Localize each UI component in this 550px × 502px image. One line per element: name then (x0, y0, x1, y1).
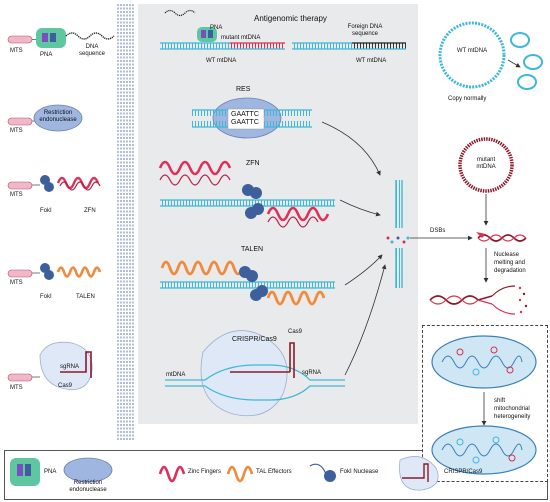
wt-mtdna-label-1: WT mtDNA (206, 58, 237, 64)
wt-mtdna-label-2: WT mtDNA (356, 58, 387, 64)
legend-restriction-icon (63, 457, 113, 483)
legend-pna-icon (10, 458, 40, 486)
left-restriction-1: Restriction (43, 110, 73, 116)
res-dna (192, 97, 312, 139)
crispr-title: CRISPR/Cas9 (232, 336, 277, 343)
left-cas9-label: Cas9 (58, 383, 73, 389)
foreign-label-1: Foreign DNA (347, 24, 383, 30)
antigenomic-foreign-dna (292, 42, 406, 50)
res-title: RES (236, 86, 251, 93)
crispr-sgrna-label: sgRNA (302, 370, 322, 376)
mitochondrion-after (431, 425, 537, 475)
mitochondrion-before (431, 335, 537, 389)
left-pna-label: PNA (40, 52, 53, 58)
legend-fokl-icon (309, 463, 336, 482)
legend-tal-icon (226, 465, 254, 483)
legend-tal-label: TAL Effectors (256, 469, 292, 475)
right-copy-normally: Copy normally (448, 96, 487, 102)
left-fokl-1: FokI (40, 208, 52, 214)
left-dna-seq-1: DNA (85, 44, 99, 50)
foreign-label-2: sequence (351, 31, 379, 37)
center-arrows (321, 121, 387, 376)
antigenomic-pna-label: PNA (210, 25, 223, 31)
left-fokl-2: FokI (40, 294, 52, 300)
right-mutant-2: mtDNA (476, 164, 496, 170)
right-shift-1: shift (494, 398, 506, 404)
left-mts-3: MTS (10, 192, 23, 198)
left-talen-construct (7, 263, 102, 280)
antigenomic-pna-dna (160, 9, 285, 50)
legend-zinc-icon (158, 465, 186, 483)
mutant-mtdna-circle (458, 137, 514, 226)
res-site-top: GAATTC (231, 111, 259, 118)
right-wt-mtdna-label: WT mtDNA (456, 48, 488, 54)
right-shift-2: mitochondrial (494, 406, 530, 412)
crispr-dna (165, 330, 345, 417)
right-nuclease-1: Nuclease (494, 252, 520, 258)
legend-fokl-label: FokI Nuclease (340, 469, 379, 475)
left-restriction-2: endonuclease (39, 117, 77, 123)
left-talen-label: TALEN (76, 294, 95, 300)
left-zfn-construct (7, 175, 101, 192)
left-mts-1: MTS (10, 48, 23, 54)
talen-dna (160, 260, 335, 306)
right-nuclease-3: degradation (494, 268, 526, 274)
left-restriction-construct (7, 104, 83, 132)
left-pna-construct (7, 28, 115, 48)
dsb-strand (476, 232, 527, 283)
crispr-mtdna-label: mtDNA (166, 372, 186, 378)
legend-zinc-label: Zinc Fingers (188, 469, 222, 475)
left-mts-2: MTS (10, 128, 23, 134)
zfn-dna (158, 160, 335, 228)
legend-crispr-icon (399, 456, 439, 491)
right-mutant-1: mutant (476, 157, 496, 163)
zfn-title: ZFN (246, 160, 260, 167)
antigenomic-mutant-label: mutant mtDNA (221, 35, 261, 41)
legend-restriction-2: endonuclease (69, 487, 107, 493)
crispr-cas9-label: Cas9 (288, 329, 303, 335)
legend-pna-label: PNA (44, 469, 57, 475)
left-sgrna-label: sgRNA (60, 364, 80, 370)
right-dsbs: DSBs (430, 228, 446, 234)
legend-crispr-label: CRISPR/Cas9 (444, 469, 483, 475)
left-crispr-construct (7, 341, 93, 390)
degraded-strand (429, 285, 528, 315)
right-shift-3: heterogeneity (494, 414, 531, 420)
res-site-bottom: GAATTC (231, 119, 259, 126)
left-dna-seq-2: sequence (78, 51, 106, 57)
right-nuclease-2: melting and (494, 260, 526, 266)
legend-restriction-1: Restriction (73, 480, 103, 486)
antigenomic-title: Antigenomic therapy (254, 14, 327, 23)
left-mts-5: MTS (10, 385, 23, 391)
left-zfn-label: ZFN (84, 208, 96, 214)
broken-dna-vertical (386, 180, 473, 288)
membrane-lines (117, 4, 134, 440)
talen-title: TALEN (241, 246, 264, 253)
wt-mtdna-circle (438, 21, 543, 90)
left-mts-4: MTS (10, 280, 23, 286)
